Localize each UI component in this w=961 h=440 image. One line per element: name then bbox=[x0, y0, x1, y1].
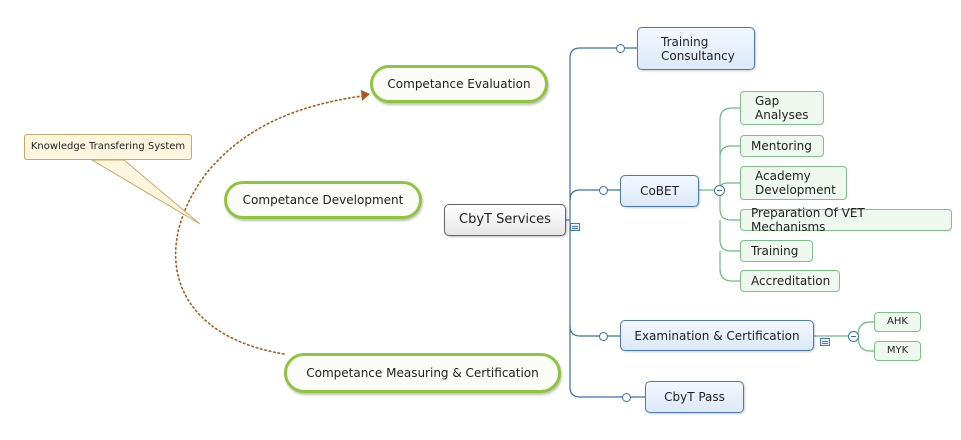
callout-pointer bbox=[90, 159, 201, 225]
topic-cbyt-pass[interactable]: CbyT Pass bbox=[645, 381, 744, 413]
link-gap bbox=[719, 107, 740, 190]
subtopic-academy-development[interactable]: Academy Development bbox=[740, 166, 847, 200]
subtopic-gap-analyses[interactable]: Gap Analyses bbox=[740, 91, 824, 125]
exam-collapse-icon[interactable] bbox=[848, 331, 859, 342]
floating-competance-evaluation[interactable]: Competance Evaluation bbox=[370, 65, 548, 103]
relationship-curve bbox=[174, 95, 363, 355]
link-training-consultancy bbox=[569, 47, 637, 220]
topic-cobet[interactable]: CoBET bbox=[620, 175, 699, 207]
cobet-collapse-icon[interactable] bbox=[714, 185, 725, 196]
subtopic-ahk[interactable]: AHK bbox=[874, 312, 921, 332]
link-ahk bbox=[857, 321, 874, 337]
subtopic-mentoring[interactable]: Mentoring bbox=[740, 135, 824, 157]
subtopic-accreditation[interactable]: Accreditation bbox=[740, 270, 840, 292]
branch-marker-exam-cert[interactable] bbox=[599, 332, 608, 341]
topic-exam-cert[interactable]: Examination & Certification bbox=[620, 320, 814, 351]
link-cbyt-pass bbox=[569, 326, 645, 398]
link-accreditation bbox=[719, 251, 740, 282]
topic-training-consultancy[interactable]: Training Consultancy bbox=[637, 27, 755, 70]
branch-marker-training-consultancy[interactable] bbox=[616, 44, 625, 53]
link-mentoring bbox=[719, 145, 740, 158]
subtopic-training[interactable]: Training bbox=[740, 240, 813, 262]
link-myk bbox=[857, 335, 874, 352]
relationship-arrowhead bbox=[361, 90, 370, 101]
subtopic-myk[interactable]: MYK bbox=[874, 341, 921, 361]
floating-competance-development[interactable]: Competance Development bbox=[224, 181, 422, 219]
link-exam-cert bbox=[569, 220, 620, 337]
link-vet bbox=[719, 190, 740, 221]
central-topic[interactable]: CbyT Services bbox=[444, 204, 566, 236]
floating-competance-measuring[interactable]: Competance Measuring & Certification bbox=[284, 353, 561, 393]
callout-knowledge-transfering[interactable]: Knowledge Transfering System bbox=[24, 134, 192, 160]
central-note-icon[interactable] bbox=[570, 223, 580, 231]
subtopic-vet-mechanisms[interactable]: Preparation Of VET Mechanisms bbox=[740, 206, 952, 234]
link-training bbox=[719, 220, 740, 252]
branch-marker-cobet[interactable] bbox=[599, 186, 608, 195]
link-cobet bbox=[569, 189, 620, 201]
exam-note-icon[interactable] bbox=[820, 338, 830, 346]
branch-marker-cbyt-pass[interactable] bbox=[622, 393, 631, 402]
